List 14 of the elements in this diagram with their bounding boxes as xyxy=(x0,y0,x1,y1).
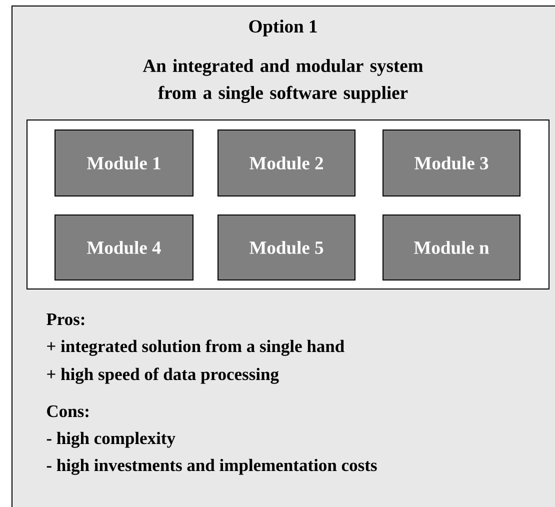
panel-heading: Option 1 xyxy=(249,20,317,36)
module-box: Module 3 xyxy=(382,130,520,196)
module-box: Module 2 xyxy=(218,130,356,196)
module-box: Module 4 xyxy=(54,214,194,280)
list-text: Cons: xyxy=(47,405,88,418)
panel-subtitle: An integrated and modular system from a single software supplier xyxy=(142,59,423,103)
list-text: + integrated solution from a single hand xyxy=(47,340,344,356)
module-box: Module 1 xyxy=(54,130,194,196)
module-box: Module n xyxy=(382,214,520,280)
list-text: - high complexity xyxy=(46,432,176,448)
list-text: - high investments and implementation costs xyxy=(46,458,377,475)
module-box: Module 5 xyxy=(218,214,356,280)
list-text: Pros: xyxy=(46,314,84,326)
list-text: + high speed of data processing xyxy=(47,368,279,384)
